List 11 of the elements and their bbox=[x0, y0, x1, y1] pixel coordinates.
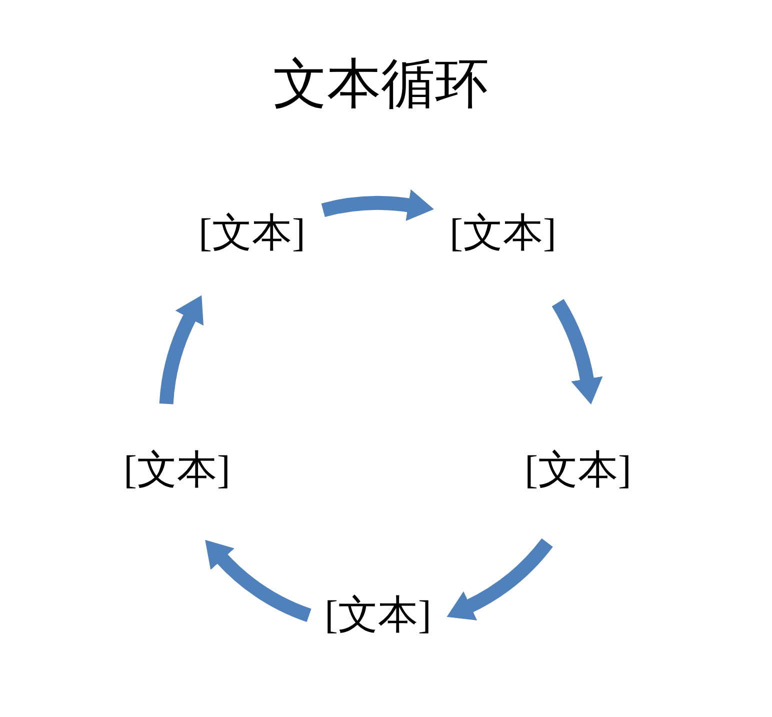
curved-arrow bbox=[204, 540, 312, 622]
title: 文本循环 bbox=[272, 53, 490, 116]
curved-arrow bbox=[447, 538, 553, 620]
curved-arrow bbox=[159, 294, 204, 405]
cycle-label: [文本] bbox=[438, 208, 568, 258]
cycle-label: [文本] bbox=[513, 445, 643, 495]
cycle-label: [文本] bbox=[313, 590, 443, 640]
cycle-label: [文本] bbox=[112, 445, 242, 495]
curved-arrow bbox=[322, 189, 434, 222]
curved-arrow bbox=[552, 299, 602, 404]
cycle-label: [文本] bbox=[187, 208, 317, 258]
